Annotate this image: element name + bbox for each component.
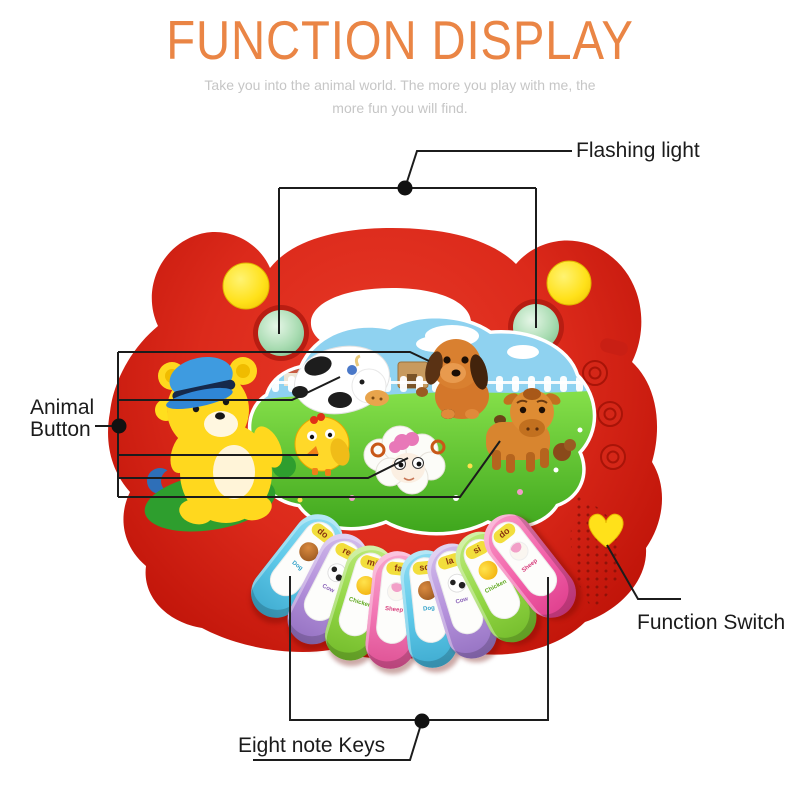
label-function-switch: Function Switch [637,611,786,634]
label-flashing-light: Flashing light [576,139,700,162]
label-animal-button-line1: Animal [30,396,95,419]
callout-dots [111,180,430,729]
function-switch-heart [588,513,624,548]
label-animal-button: Animal Button [30,397,94,441]
key-animal-word: Cow [455,596,469,606]
key-animal-word: Sheep [521,558,539,574]
chicken [294,413,350,476]
key-animal-word: Cow [320,583,336,595]
key-animal-word: Sheep [384,606,404,614]
side-tab [600,338,628,356]
subtitle-line-2: more fun you will find. [332,100,468,116]
key-animal-word: Chicken [484,579,508,595]
sheep-icon [505,538,532,565]
calf [486,388,576,473]
subtitle: Take you into the animal world. The more… [0,74,800,120]
subtitle-line-1: Take you into the animal world. The more… [204,77,596,93]
flashing-light-left [253,305,309,361]
top-button-right [546,260,592,306]
label-eight-note-keys: Eight note Keys [238,734,386,757]
side-buttons [582,360,626,470]
top-button-left [222,262,270,310]
dog [425,339,489,419]
page-title: FUNCTION DISPLAY [166,9,634,71]
sheep [363,425,446,495]
bear-cap [166,357,236,410]
bear-animal-button [144,357,296,532]
callout-line-keys-right [547,577,549,721]
callout-line-keys-left [289,576,291,721]
key-animal-word: Dog [290,560,304,572]
label-animal-button-line2: Button [30,418,91,441]
key-animal-word: Dog [422,605,436,613]
cow [292,345,390,415]
